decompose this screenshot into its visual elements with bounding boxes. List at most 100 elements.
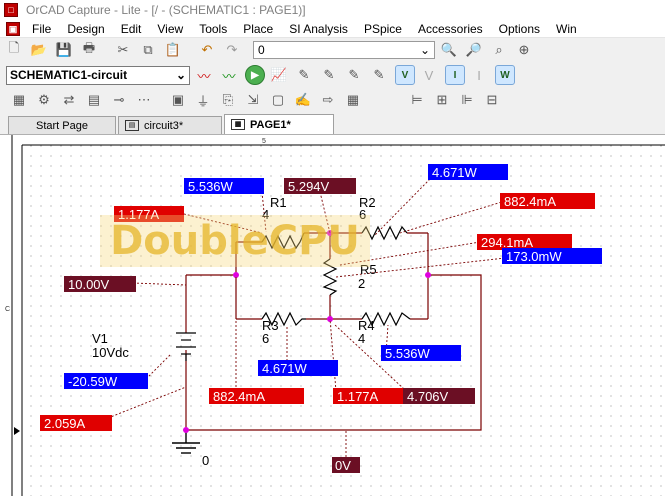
schematic-drawing[interactable]: 5 C xyxy=(0,135,665,496)
r3-power-label[interactable]: 4.671W xyxy=(262,361,308,376)
align-center-icon[interactable]: ⊞ xyxy=(436,92,448,107)
ground-voltage-label[interactable]: 0V xyxy=(335,458,351,473)
v1-current-label[interactable]: 2.059A xyxy=(44,416,86,431)
document-tabs: Start Page ▤ circuit3* ▦ PAGE1* xyxy=(0,114,665,135)
node-voltage-label[interactable]: 10.00V xyxy=(68,277,110,292)
table-icon[interactable]: ▦ xyxy=(346,92,360,107)
menu-place[interactable]: Place xyxy=(243,21,274,36)
r5-current-label[interactable]: 294.1mA xyxy=(481,235,533,250)
print-icon[interactable]: 🖶 xyxy=(82,40,96,55)
r4-current-label[interactable]: 1.177A xyxy=(337,389,379,404)
menu-window[interactable]: Win xyxy=(556,21,577,36)
standard-toolbar: 🗋 📂 💾 🖶 ✂ ⧉ 📋 ↶ ↷ 0 ⌄ 🔍 🔎 ⌕ ⊕ xyxy=(0,38,665,62)
current-display-icon[interactable]: I xyxy=(445,65,465,85)
r3-current-label[interactable]: 882.4mA xyxy=(213,389,265,404)
power-icon[interactable]: ▣ xyxy=(171,92,185,107)
r3-value: 6 xyxy=(262,331,269,346)
title-bar: □ OrCAD Capture - Lite - [/ - (SCHEMATIC… xyxy=(0,0,665,20)
new-simulation-icon[interactable]: 〰 xyxy=(197,68,211,84)
v1-name: V1 xyxy=(92,331,108,346)
edit-simulation-icon[interactable]: 〰 xyxy=(222,68,236,84)
chevron-down-icon: ⌄ xyxy=(175,68,186,82)
paste-icon[interactable]: 📋 xyxy=(164,42,182,57)
view-results-icon[interactable]: 📈 xyxy=(270,67,288,82)
menu-bar: ▣ File Design Edit View Tools Place SI A… xyxy=(0,20,665,38)
bus-entry-icon[interactable]: ⋯ xyxy=(137,92,151,107)
align-left-icon[interactable]: ⊨ xyxy=(411,92,423,107)
r1-name: R1 xyxy=(270,195,287,210)
zoom-combo[interactable]: 0 ⌄ xyxy=(253,41,435,59)
menu-si-analysis[interactable]: SI Analysis xyxy=(289,21,348,36)
menu-accessories[interactable]: Accessories xyxy=(417,21,483,36)
v1-power-label[interactable]: -20.59W xyxy=(68,374,118,389)
hierarchical-icon[interactable]: ⎘ xyxy=(222,92,234,107)
r1-current-label[interactable]: 1.177A xyxy=(118,207,160,222)
voltage-probe-icon[interactable]: ✎ xyxy=(298,67,310,82)
distribute-icon[interactable]: ⊟ xyxy=(486,92,498,107)
zoom-all-icon[interactable]: ⊕ xyxy=(518,42,530,57)
r4-power-label[interactable]: 5.536W xyxy=(385,346,431,361)
wire-icon[interactable]: ⊸ xyxy=(113,92,125,107)
r2-current-label[interactable]: 882.4mA xyxy=(504,194,556,209)
junction-icon[interactable]: ▤ xyxy=(87,92,101,107)
window-title: OrCAD Capture - Lite - [/ - (SCHEMATIC1 … xyxy=(26,3,306,17)
diff-probe-icon[interactable]: ✎ xyxy=(373,67,385,82)
tab-start-page[interactable]: Start Page xyxy=(8,116,116,134)
orcad-app-icon[interactable]: □ xyxy=(4,3,18,17)
ground-icon[interactable]: ⏚ xyxy=(196,93,210,109)
power-display-icon[interactable]: W xyxy=(495,65,515,85)
r4-voltage-label[interactable]: 4.706V xyxy=(407,389,449,404)
schematic-select[interactable]: SCHEMATIC1-circuit ⌄ xyxy=(6,65,190,85)
copy-icon[interactable]: ⧉ xyxy=(143,42,153,57)
bus-icon[interactable]: ⇄ xyxy=(63,92,75,107)
menu-tools[interactable]: Tools xyxy=(199,21,228,36)
power-probe-icon[interactable]: ✎ xyxy=(348,67,360,82)
page-icon: ▦ xyxy=(231,119,245,130)
zoom-out-icon[interactable]: 🔎 xyxy=(465,42,483,57)
menu-edit[interactable]: Edit xyxy=(120,21,142,36)
r1-power-label[interactable]: 5.536W xyxy=(188,179,234,194)
line-icon[interactable]: ⇨ xyxy=(322,92,334,107)
zoom-in-icon[interactable]: 🔍 xyxy=(440,42,458,57)
title-block-icon[interactable]: ▢ xyxy=(271,92,285,107)
v1-value: 10Vdc xyxy=(92,345,129,360)
menu-file[interactable]: File xyxy=(32,21,52,36)
align-right-icon[interactable]: ⊫ xyxy=(461,92,473,107)
r1-voltage-label[interactable]: 5.294V xyxy=(288,179,330,194)
r2-power-label[interactable]: 4.671W xyxy=(432,165,478,180)
tab-circuit3[interactable]: ▤ circuit3* xyxy=(118,116,222,134)
i-marker-icon[interactable]: I xyxy=(477,67,481,83)
watermark: DoubleCPU xyxy=(100,215,370,267)
document-icon[interactable]: ▣ xyxy=(6,21,20,36)
menu-design[interactable]: Design xyxy=(67,21,105,36)
voltage-display-icon[interactable]: V xyxy=(395,65,415,85)
r1-value: 4 xyxy=(262,207,269,222)
menu-options[interactable]: Options xyxy=(498,21,541,36)
resistor-r3 xyxy=(261,311,306,327)
cut-icon[interactable]: ✂ xyxy=(117,42,129,57)
menu-pspice[interactable]: PSpice xyxy=(363,21,402,36)
save-icon[interactable]: 💾 xyxy=(55,42,73,57)
draw-toolbar: ▦ ⚙ ⇄ ▤ ⊸ ⋯ ▣ ⏚ ⎘ ⇲ ▢ ✍ ⇨ ▦ ⊨ ⊞ ⊫ ⊟ xyxy=(0,88,665,112)
v-marker-icon[interactable]: V xyxy=(424,67,434,83)
svg-text:C: C xyxy=(5,306,10,313)
menu-view[interactable]: View xyxy=(157,21,184,36)
part-icon[interactable]: ▦ xyxy=(12,92,26,107)
resistor-r5 xyxy=(322,258,338,296)
undo-icon[interactable]: ↶ xyxy=(201,42,213,57)
tab-page1[interactable]: ▦ PAGE1* xyxy=(224,114,334,134)
offpage-icon[interactable]: ⇲ xyxy=(247,92,259,107)
redo-icon[interactable]: ↷ xyxy=(226,42,238,57)
net-icon[interactable]: ⚙ xyxy=(38,92,50,107)
schematic-select-value: SCHEMATIC1-circuit xyxy=(10,68,128,82)
run-icon[interactable]: ▶ xyxy=(245,65,265,85)
r5-power-label[interactable]: 173.0mW xyxy=(506,249,562,264)
current-probe-icon[interactable]: ✎ xyxy=(323,67,335,82)
resistor-r2 xyxy=(361,225,408,241)
text-icon[interactable]: ✍ xyxy=(294,92,312,107)
open-icon[interactable]: 📂 xyxy=(30,42,48,57)
zoom-area-icon[interactable]: ⌕ xyxy=(495,42,503,57)
junction-dots xyxy=(183,230,431,433)
new-icon[interactable]: 🗋 xyxy=(8,40,20,55)
schematic-canvas[interactable]: 5 C xyxy=(0,135,665,496)
